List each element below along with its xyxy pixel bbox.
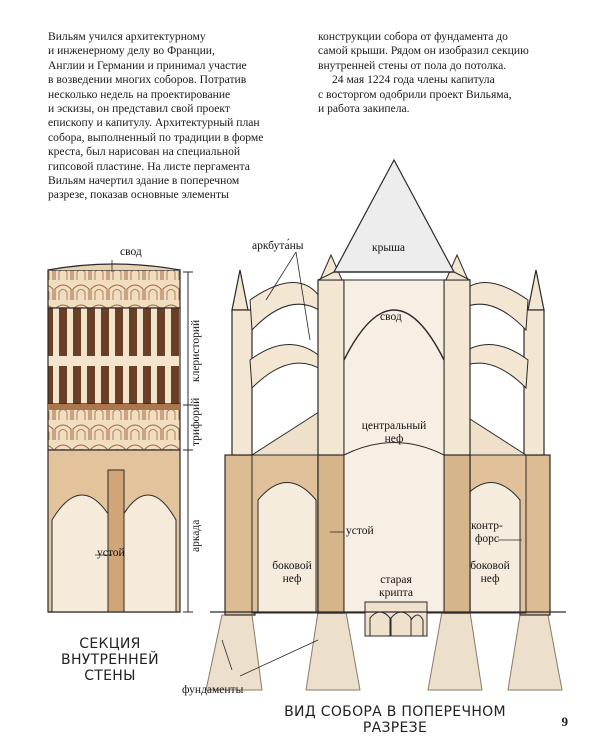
wall-section-drawing: [47, 260, 193, 613]
text-line: разрезе, показав основные элементы: [48, 188, 229, 202]
text-line: епископу и капитулу. Архитектурный план: [48, 116, 260, 130]
text-line: 24 мая 1224 года члены капитула: [332, 73, 495, 87]
text-line: Англии и Германии и принимал участие: [48, 58, 247, 72]
text-line: и инженерному делу во Франции,: [48, 44, 215, 58]
text-line: Вильям учился архитектурному: [48, 30, 206, 43]
label-vault-center: свод: [380, 311, 402, 323]
text-line: и эскизы, он представил свой проект: [48, 102, 230, 116]
text-line: и работа закипела.: [318, 102, 410, 116]
label-buttress: контр-форс: [471, 520, 503, 545]
text-line: гипсовой пластине. На листе пергамента: [48, 159, 250, 173]
caption-cross-section: ВИД СОБОРА В ПОПЕРЕЧНОМ РАЗРЕЗЕ: [284, 704, 506, 736]
label-vault-left: свод: [120, 246, 142, 258]
label-pier-left: устой: [97, 547, 125, 559]
label-arcade: аркада: [190, 519, 202, 552]
text-line: несколько недель на проектирование: [48, 87, 231, 101]
text-line: самой крыши. Рядом он изобразил секцию: [318, 44, 529, 58]
label-pier-center: устой: [346, 525, 374, 537]
text-line: с восторгом одобрили проект Вильяма,: [318, 87, 512, 101]
text-line: Вильям начертил здание в поперечном: [48, 174, 240, 188]
text-line: в возведении многих соборов. Потратив: [48, 73, 247, 87]
text-line: внутренней стены от пола до потолка.: [318, 58, 507, 72]
caption-wall-section: СЕКЦИЯ ВНУТРЕННЕЙ СТЕНЫ: [61, 636, 159, 684]
text-line: собора, выполненный по традиции в форме: [48, 130, 264, 144]
text-line: конструкции собора от фундамента до: [318, 30, 508, 43]
text-line: креста, был нарисован на специальной: [48, 145, 241, 159]
label-triforium: трифорий: [190, 397, 202, 446]
page-number: 9: [561, 714, 569, 729]
label-roof: крыша: [372, 242, 406, 254]
label-clerestory: клеристорий: [190, 319, 202, 382]
label-foundations: фундаменты: [182, 684, 244, 696]
cross-section-drawing: [205, 158, 566, 691]
label-flying-buttresses: аркбута́ны: [252, 240, 304, 252]
